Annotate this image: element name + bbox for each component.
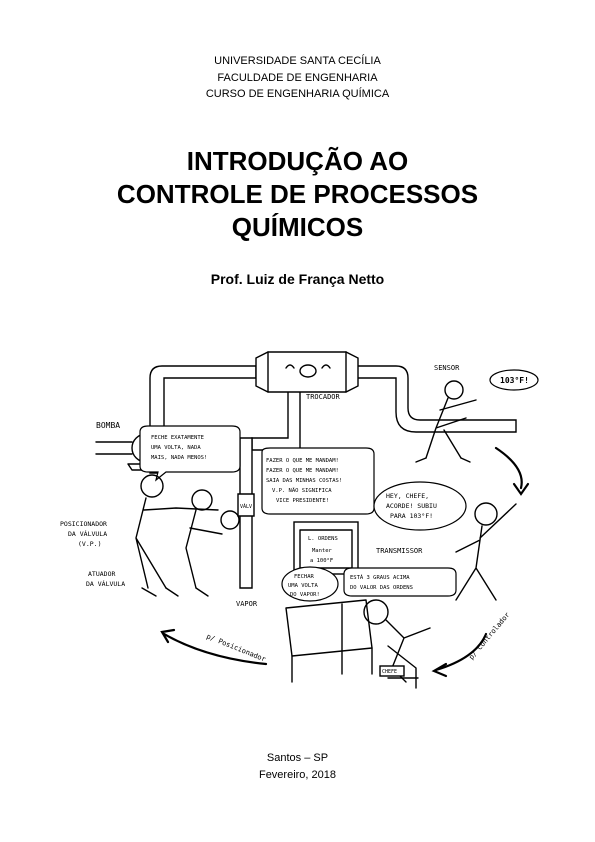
document-title: INTRODUÇÃO AO CONTROLE DE PROCESSOS QUÍM…: [0, 145, 595, 244]
vp-speech-bubble: FECHE EXATAMENTE UMA VOLTA, NADA MAIS, N…: [139, 425, 241, 482]
error-speech-bubble: ESTÁ 3 GRAUS ACIMA DO VALOR DAS ORDENS: [343, 567, 457, 597]
valve-speech-line-2: FAZER O QUE ME MANDAM!: [266, 468, 339, 474]
label-atuador-2: DA VÁLVULA: [86, 579, 125, 588]
process-control-cartoon: TROCADOR BOMBA SENSOR 103°F! FECHE EXATA…: [60, 351, 539, 689]
label-trocador: TROCADOR: [306, 393, 341, 401]
vp-speech-line-1: FECHE EXATAMENTE: [151, 435, 204, 441]
label-posicionador-3: (V.P.): [78, 540, 101, 548]
arrow-down-right-icon: [494, 446, 523, 490]
chefe-badge: [379, 665, 405, 677]
title-line-3: QUÍMICOS: [231, 212, 364, 242]
label-bomba: BOMBA: [96, 421, 120, 430]
label-sensor: SENSOR: [434, 364, 460, 372]
document-footer: Santos – SP Fevereiro, 2018: [0, 750, 595, 784]
chief-speech-line-1: FECHAR: [294, 574, 315, 580]
positioner-figures-icon: [135, 474, 240, 597]
title-line-1: INTRODUÇÃO AO: [186, 146, 409, 176]
board-line-1: L. ORDENS: [308, 536, 338, 542]
course-name: CURSO DE ENGENHARIA QUÍMICA: [205, 88, 390, 100]
vp-speech-line-3: MAIS, NADA MENOS!: [151, 455, 207, 461]
error-speech-line-2: DO VALOR DAS ORDENS: [350, 585, 413, 591]
label-vapor: VAPOR: [236, 600, 258, 608]
sensor-figure-icon: [415, 380, 477, 463]
control-valve-icon: [237, 493, 255, 517]
label-arrow-controller: p/ Controlador: [467, 611, 511, 661]
valve-speech-line-4: V.P. NÃO SIGNIFICA: [272, 487, 332, 494]
board-line-3: a 100°F: [310, 558, 333, 564]
transmitter-speech-line-3: PARA 103°F!: [390, 512, 433, 520]
university-name: UNIVERSIDADE SANTA CECÍLIA: [214, 55, 381, 67]
valve-speech-line-1: FAZER O QUE ME MANDAM!: [266, 458, 339, 464]
vp-speech-line-2: UMA VOLTA, NADA: [151, 445, 201, 451]
sensor-reading-bubble: [489, 369, 539, 391]
transmitter-speech-line-1: HEY, CHEFE,: [386, 492, 429, 500]
label-transmissor: TRANSMISSOR: [376, 547, 423, 555]
arrow-to-controller-icon: [434, 632, 488, 672]
author-name: Prof. Luiz de França Netto: [210, 271, 385, 287]
footer-date: Fevereiro, 2018: [258, 769, 337, 781]
transmitter-speech-line-2: ACORDE! SUBIU: [386, 502, 437, 510]
valve-speech-bubble: FAZER O QUE ME MANDAM! FAZER O QUE ME MA…: [261, 447, 375, 515]
title-line-2: CONTROLE DE PROCESSOS: [116, 179, 479, 209]
label-chefe: CHEFE: [382, 669, 397, 675]
footer-place: Santos – SP: [266, 752, 329, 764]
valve-label: VÁLV: [240, 503, 252, 510]
valve-speech-line-3: SAIA DAS MINHAS COSTAS!: [266, 478, 342, 484]
transmitter-speech-bubble: HEY, CHEFE, ACORDE! SUBIU PARA 103°F!: [373, 481, 467, 531]
faculty-name: FACULDADE DE ENGENHARIA: [217, 71, 378, 84]
heat-exchanger: [255, 351, 359, 393]
board-line-2: Manter: [312, 548, 333, 554]
chief-desk-icon: [285, 599, 431, 689]
sensor-reading: 103°F!: [500, 376, 529, 385]
chief-speech-bubble: FECHAR UMA VOLTA DO VAPOR!: [281, 566, 339, 602]
chief-speech-line-2: UMA VOLTA: [288, 583, 318, 589]
chief-speech-line-3: DO VAPOR!: [290, 592, 320, 598]
label-atuador-1: ATUADOR: [88, 570, 115, 578]
valve-speech-line-5: VICE PRESIDENTE!: [276, 498, 329, 504]
institution-header: UNIVERSIDADE SANTA CECÍLIA FACULDADE DE …: [0, 53, 595, 103]
transmitter-figure-icon: [455, 502, 517, 601]
label-posicionador-1: POSICIONADOR: [60, 520, 107, 528]
label-posicionador-2: DA VÁLVULA: [68, 529, 107, 538]
error-speech-line-1: ESTÁ 3 GRAUS ACIMA: [350, 574, 410, 581]
arrow-to-positioner-icon: [162, 632, 268, 666]
